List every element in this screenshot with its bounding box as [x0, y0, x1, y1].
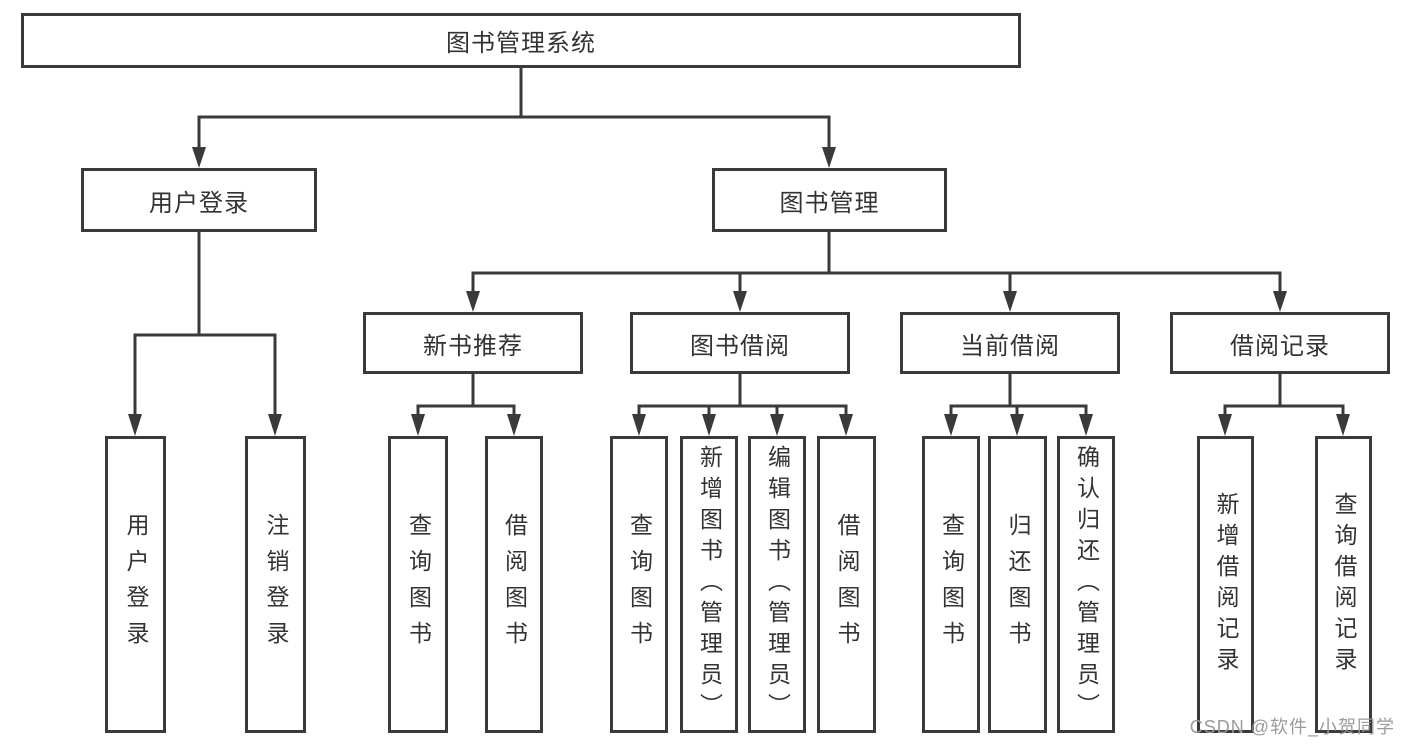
node-label: 图书管理系统: [446, 30, 596, 57]
leaf-label: 归还图书: [1005, 512, 1031, 657]
leaf-label: 确认归还（管理员）: [1073, 445, 1100, 724]
node-new-book-recommend: 新书推荐: [363, 312, 583, 374]
node-label: 图书借阅: [690, 332, 790, 360]
leaf-logout: 注销登录: [245, 436, 306, 733]
leaf-add-books-admin: 新增图书（管理员）: [680, 436, 738, 733]
leaf-label: 新增借阅记录: [1213, 491, 1239, 678]
leaf-query-books-borrowing: 查询图书: [610, 436, 668, 733]
leaf-confirm-return-admin: 确认归还（管理员）: [1057, 436, 1115, 733]
node-current-borrowing: 当前借阅: [900, 312, 1120, 374]
leaf-label: 借阅图书: [501, 512, 528, 657]
leaf-query-books-recommend: 查询图书: [388, 436, 448, 733]
arrowhead-book-mgmt: [822, 147, 836, 168]
node-label: 借阅记录: [1230, 332, 1330, 360]
arrowhead-user-login: [192, 147, 206, 168]
node-book-borrowing: 图书借阅: [630, 312, 850, 374]
leaf-user-login: 用户登录: [105, 436, 166, 733]
node-user-login: 用户登录: [81, 168, 317, 232]
node-label: 当前借阅: [960, 332, 1060, 360]
leaf-label: 注销登录: [263, 512, 289, 657]
node-borrowing-records: 借阅记录: [1170, 312, 1390, 374]
leaf-borrow-books-recommend: 借阅图书: [485, 436, 543, 733]
leaf-label: 编辑图书（管理员）: [764, 445, 791, 724]
leaf-label: 新增图书（管理员）: [696, 445, 723, 724]
leaf-add-borrow-record: 新增借阅记录: [1197, 436, 1254, 733]
leaf-label: 用户登录: [123, 512, 149, 657]
leaf-query-books-current: 查询图书: [922, 436, 980, 733]
leaf-label: 查询借阅记录: [1331, 491, 1357, 678]
leaf-label: 查询图书: [405, 512, 432, 657]
node-label: 新书推荐: [423, 332, 523, 360]
node-label: 用户登录: [149, 189, 249, 217]
csdn-watermark: CSDN @软件_小贺同学: [1189, 717, 1395, 737]
leaf-return-books: 归还图书: [988, 436, 1047, 733]
leaf-edit-books-admin: 编辑图书（管理员）: [748, 436, 806, 733]
leaf-query-borrow-record: 查询借阅记录: [1315, 436, 1372, 733]
leaf-label: 查询图书: [938, 512, 965, 657]
leaf-label: 查询图书: [626, 512, 653, 657]
node-book-management: 图书管理: [712, 168, 947, 232]
node-system-root: 图书管理系统: [21, 13, 1021, 68]
leaf-borrow-books: 借阅图书: [817, 436, 876, 733]
node-label: 图书管理: [779, 189, 880, 217]
leaf-label: 借阅图书: [834, 512, 860, 657]
